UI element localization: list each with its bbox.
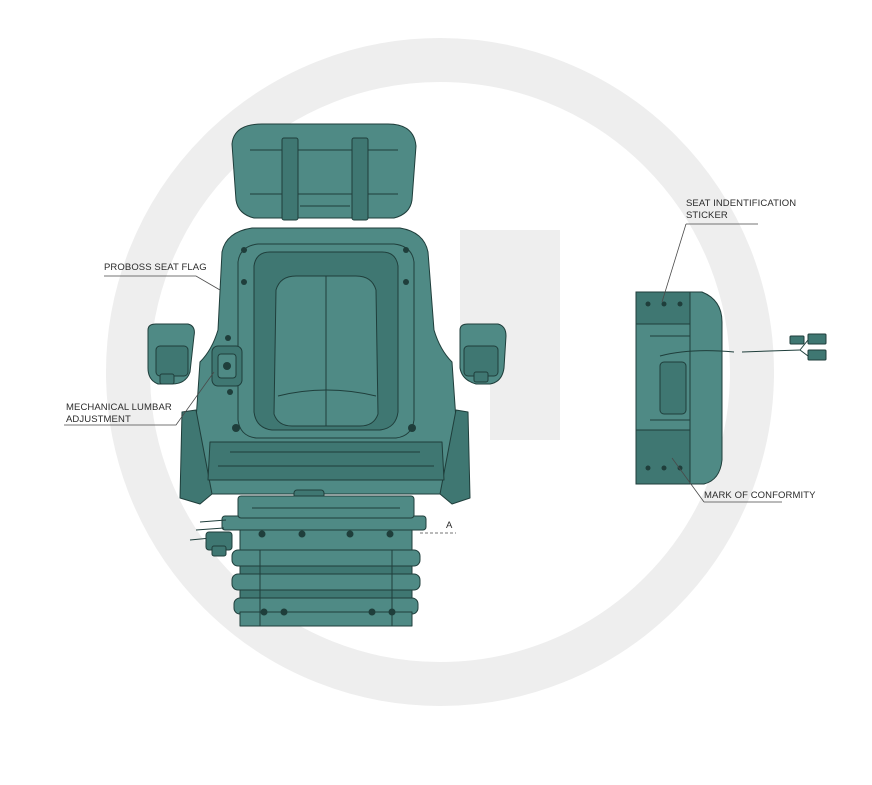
left-armrest <box>147 323 195 385</box>
label-proboss-seat-flag: PROBOSS SEAT FLAG <box>104 262 207 273</box>
label-mechanical-lumbar: MECHANICAL LUMBAR ADJUSTMENT <box>66 402 172 425</box>
label-dimension-a: A <box>446 520 453 531</box>
watermark-logo <box>106 38 774 706</box>
suspension-bellows <box>231 527 421 627</box>
seat-side-view <box>635 291 827 485</box>
label-mark-of-conformity: MARK OF CONFORMITY <box>704 490 816 501</box>
label-seat-identification-sticker: SEAT INDENTIFICATION STICKER <box>686 198 797 221</box>
headrest <box>231 123 417 221</box>
lumbar-adjustment-knob <box>211 345 243 387</box>
right-armrest <box>459 323 507 385</box>
backrest <box>179 227 471 519</box>
seat-front-view <box>147 123 507 627</box>
leader-lines <box>64 223 782 503</box>
